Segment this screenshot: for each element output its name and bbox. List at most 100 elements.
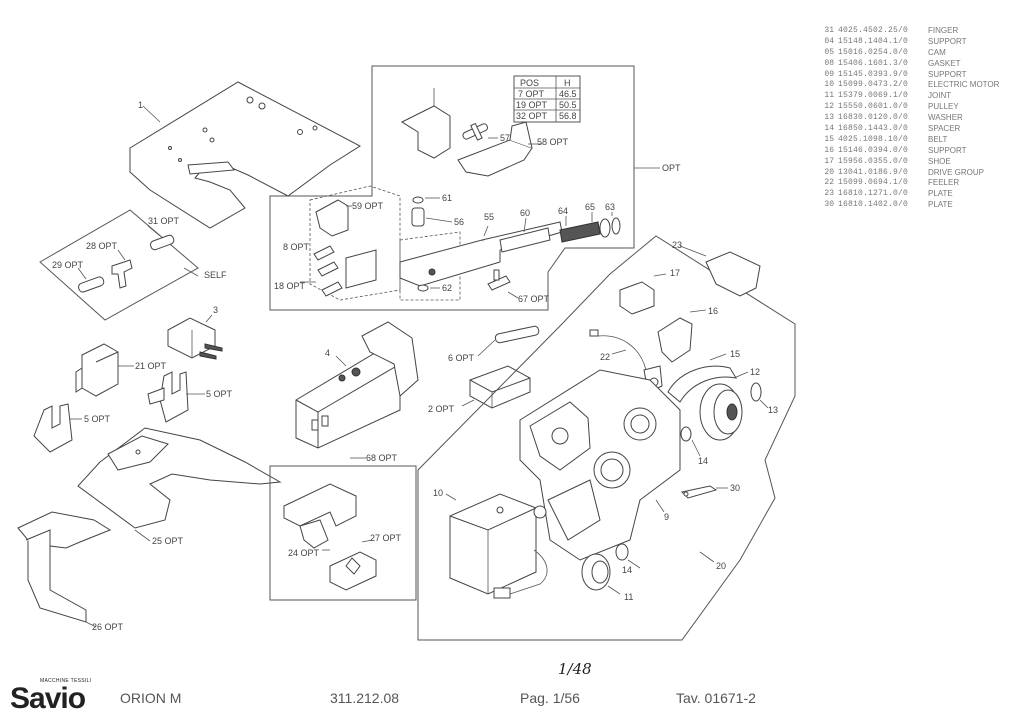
- handwritten-note: 1/48: [558, 660, 592, 678]
- parts-list-pos: 08: [824, 58, 834, 68]
- parts-list-pos: 23: [824, 189, 834, 199]
- svg-text:POS: POS: [520, 78, 539, 88]
- parts-list-pos: 16: [824, 145, 834, 155]
- parts-list-desc: PLATE: [928, 189, 953, 199]
- callout-63: 63: [605, 202, 615, 212]
- parts-list-code: 16830.0120.0/0: [838, 113, 909, 123]
- parts-list-pos: 15: [824, 134, 834, 144]
- callout-1: 1: [138, 100, 143, 110]
- callout-24-opt: 24 OPT: [288, 548, 320, 558]
- callout-5-opt-right: 5 OPT: [206, 389, 233, 399]
- parts-list-desc: ELECTRIC MOTOR: [928, 80, 1000, 90]
- parts-list-pos: 30: [824, 200, 834, 210]
- callout-5-opt-left: 5 OPT: [84, 414, 111, 424]
- callout-61: 61: [442, 193, 452, 203]
- callout-30: 30: [730, 483, 740, 493]
- callout-15: 15: [730, 349, 740, 359]
- parts-list-code: 15550.0601.0/0: [838, 102, 909, 112]
- part-4-sensor-block: 4: [295, 321, 419, 449]
- parts-list-desc: CAM: [928, 47, 946, 57]
- parts-list-row: 16 15146.0394.0/0 SUPPORT: [818, 146, 1018, 157]
- svg-text:50.5: 50.5: [559, 100, 577, 110]
- brand-tagline: MACCHINE TESSILI: [40, 678, 92, 684]
- callout-65: 65: [585, 202, 595, 212]
- callout-opt: OPT: [662, 163, 681, 173]
- callout-27-opt: 27 OPT: [370, 533, 402, 543]
- parts-list-code: 15406.1601.3/0: [838, 58, 909, 68]
- parts-list-desc: SHOE: [928, 156, 951, 166]
- callout-12: 12: [750, 367, 760, 377]
- parts-list-desc: SUPPORT: [928, 69, 967, 79]
- parts-list-code: 16850.1443.0/0: [838, 124, 909, 134]
- parts-list-code: 15099.0694.1/0: [838, 178, 909, 188]
- callout-56: 56: [454, 217, 464, 227]
- parts-list-pos: 09: [824, 69, 834, 79]
- parts-list-row: 14 16850.1443.0/0 SPACER: [818, 124, 1018, 135]
- callout-68-opt: 68 OPT: [366, 453, 398, 463]
- brand-logo: Savio: [10, 682, 86, 715]
- opt-group: POS H 7 OPT 46.5 19 OPT 50.5 32 OPT 56.8…: [269, 65, 681, 311]
- part-5-opt-left: 5 OPT: [33, 403, 111, 453]
- parts-list-desc: PLATE: [928, 200, 953, 210]
- callout-25-opt: 25 OPT: [152, 536, 184, 546]
- callout-16: 16: [708, 306, 718, 316]
- parts-list-row: 09 15145.0393.9/0 SUPPORT: [818, 70, 1018, 81]
- parts-list-desc: SPACER: [928, 124, 961, 134]
- parts-list-code: 15016.0254.0/0: [838, 47, 909, 57]
- callout-14-upper: 14: [698, 456, 708, 466]
- parts-list-code: 13041.0186.9/0: [838, 167, 909, 177]
- drive-group-20: 23 17 16 22 15 12 13 14: [417, 235, 796, 641]
- callout-14-lower: 14: [622, 565, 632, 575]
- svg-text:19 OPT: 19 OPT: [516, 100, 548, 110]
- callout-22: 22: [600, 352, 610, 362]
- callout-8-opt: 8 OPT: [283, 242, 310, 252]
- self-group: 31 OPT 28 OPT 29 OPT SELF: [39, 209, 227, 321]
- parts-list-desc: SUPPORT: [928, 145, 967, 155]
- callout-28-opt: 28 OPT: [86, 241, 118, 251]
- callout-3: 3: [213, 305, 218, 315]
- callout-2-opt: 2 OPT: [428, 404, 455, 414]
- parts-list-desc: FINGER: [928, 26, 959, 35]
- parts-list-desc: JOINT: [928, 91, 952, 101]
- callout-62: 62: [442, 283, 452, 293]
- parts-list-pos: 13: [824, 113, 834, 123]
- callout-6-opt: 6 OPT: [448, 353, 475, 363]
- parts-list-pos: 04: [824, 36, 834, 46]
- callout-20: 20: [716, 561, 726, 571]
- svg-text:H: H: [564, 78, 571, 88]
- parts-list-desc: GASKET: [928, 58, 961, 68]
- parts-list-code: 16810.1402.0/0: [838, 200, 909, 210]
- parts-list-code: 15145.0393.9/0: [838, 69, 909, 79]
- parts-list-pos: 05: [824, 47, 834, 57]
- parts-list-code: 4025.4502.25/0: [838, 26, 909, 35]
- callout-26-opt: 26 OPT: [92, 622, 124, 632]
- group-68-opt: 68 OPT 24 OPT 27 OPT: [269, 453, 417, 601]
- callout-55: 55: [484, 212, 494, 222]
- callout-18-opt: 18 OPT: [274, 281, 306, 291]
- callout-60: 60: [520, 208, 530, 218]
- svg-text:46.5: 46.5: [559, 89, 577, 99]
- svg-text:56.8: 56.8: [559, 111, 577, 121]
- callout-10: 10: [433, 488, 443, 498]
- parts-list-pos: 10: [824, 80, 834, 90]
- parts-list-code: 15148.1404.1/0: [838, 36, 909, 46]
- page-number: Pag. 1/56: [520, 690, 580, 706]
- parts-list-code: 15146.0394.0/0: [838, 145, 909, 155]
- part-26-opt-bracket: 26 OPT: [17, 511, 124, 632]
- parts-list-pos: 12: [824, 102, 834, 112]
- callout-29-opt: 29 OPT: [52, 260, 84, 270]
- parts-list-code: 4025.1098.10/0: [838, 134, 909, 144]
- part-1-plate: 1: [129, 81, 361, 229]
- callout-67-opt: 67 OPT: [518, 294, 550, 304]
- callout-31-opt: 31 OPT: [148, 216, 180, 226]
- callout-64: 64: [558, 206, 568, 216]
- parts-list-code: 15099.0473.2/0: [838, 80, 909, 90]
- parts-list-pos: 14: [824, 124, 834, 134]
- part-6-opt: 6 OPT: [448, 325, 540, 363]
